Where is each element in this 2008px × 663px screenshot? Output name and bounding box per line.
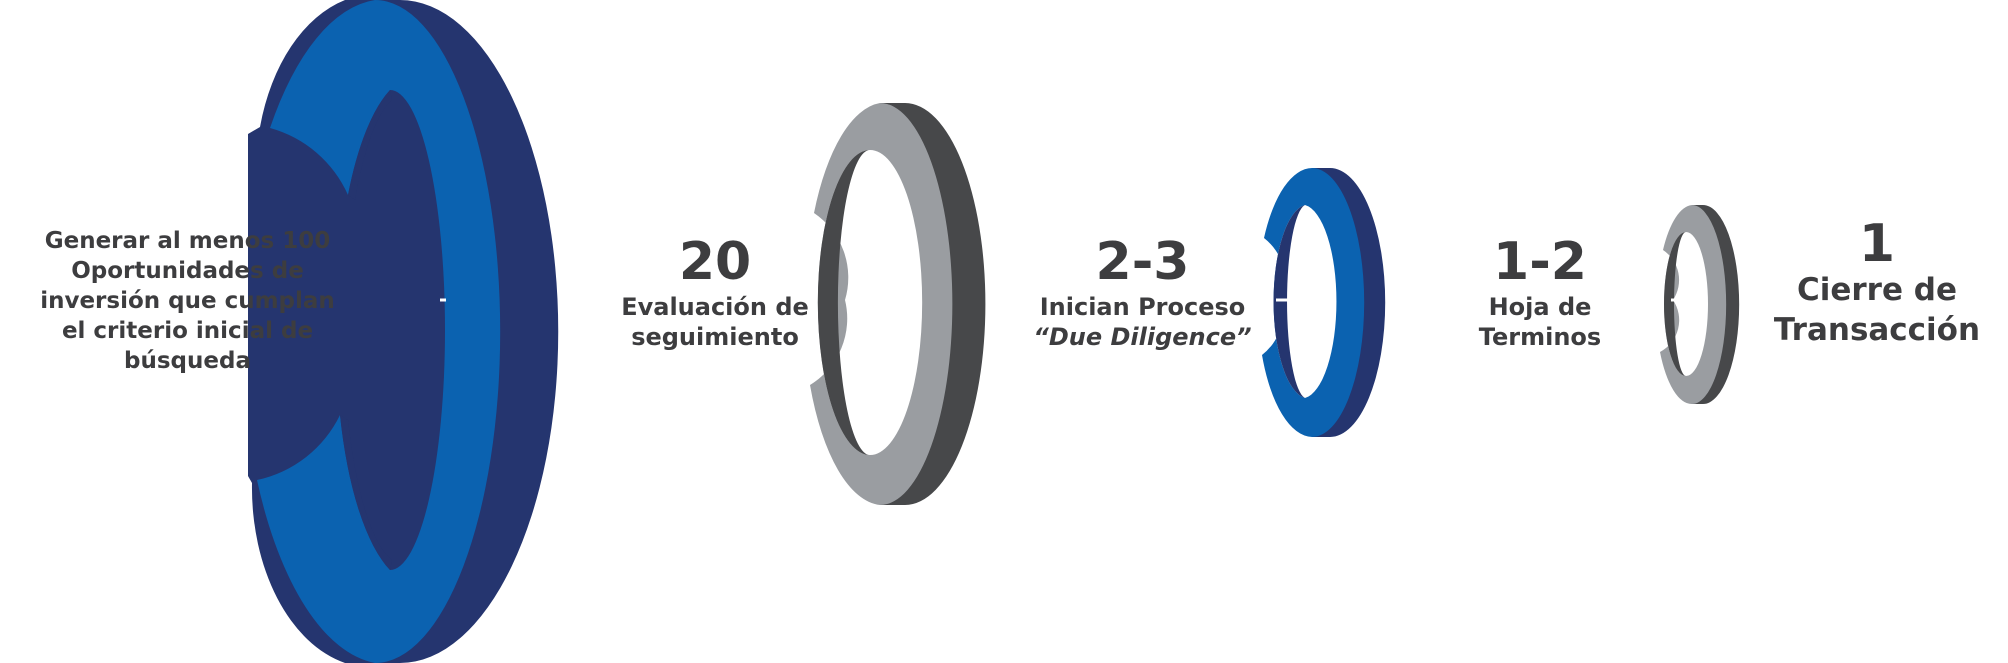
stage-1-label: Generar al menos 100 Oportunidades de in… bbox=[40, 226, 335, 376]
stage-5-line2: Transacción bbox=[1773, 312, 1981, 348]
stage-3-line1: Inician Proceso bbox=[1039, 293, 1246, 321]
stage-2-label: 20 Evaluación de seguimiento bbox=[615, 236, 815, 352]
stage-1-text-bold: Oportunidades bbox=[71, 258, 264, 284]
ring-1-blue-icon bbox=[248, 0, 559, 663]
ring-2-front bbox=[810, 103, 953, 505]
ring-1-inner-side bbox=[348, 90, 392, 200]
ring-2-gray-icon bbox=[810, 103, 986, 505]
stage-1-text-after: de inversión que cumplan el criterio ini… bbox=[40, 258, 335, 374]
stage-3-number: 2-3 bbox=[1095, 232, 1190, 292]
ring-2-side bbox=[880, 103, 986, 505]
stage-1-number: 100 bbox=[282, 228, 331, 254]
ring-2-inner-side bbox=[817, 150, 870, 455]
stage-5-line1: Cierre de bbox=[1796, 272, 1957, 308]
ring-4-inner-side bbox=[1664, 232, 1686, 376]
ring-4-front bbox=[1660, 205, 1727, 405]
ring-1-front bbox=[257, 0, 501, 663]
stage-2-number: 20 bbox=[678, 232, 752, 292]
ring-4-side bbox=[1692, 205, 1740, 404]
ring-3-side bbox=[1312, 168, 1386, 437]
stage-2-line2: seguimiento bbox=[631, 323, 799, 351]
ring-3-inner-side bbox=[1273, 205, 1305, 398]
stage-5-label: 1 Cierre de Transacción bbox=[1752, 218, 2002, 350]
ring-3-blue-icon bbox=[1262, 168, 1386, 437]
ring-4-gray-icon bbox=[1660, 205, 1740, 405]
ring-3-front bbox=[1262, 168, 1365, 437]
stage-4-line1: Hoja de bbox=[1488, 293, 1592, 321]
ring-1-inner-side-bottom bbox=[340, 415, 392, 570]
stage-4-label: 1-2 Hoja de Terminos bbox=[1460, 236, 1620, 352]
stage-2-line1: Evaluación de bbox=[621, 293, 809, 321]
stage-1-text-before: Generar al menos bbox=[44, 228, 283, 254]
stage-3-label: 2-3 Inician Proceso “Due Diligence” bbox=[1030, 236, 1255, 352]
stage-5-number: 1 bbox=[1858, 214, 1896, 274]
stage-4-number: 1-2 bbox=[1493, 232, 1587, 292]
stage-3-line2: “Due Diligence” bbox=[1033, 323, 1252, 351]
stage-4-line2: Terminos bbox=[1478, 323, 1602, 351]
